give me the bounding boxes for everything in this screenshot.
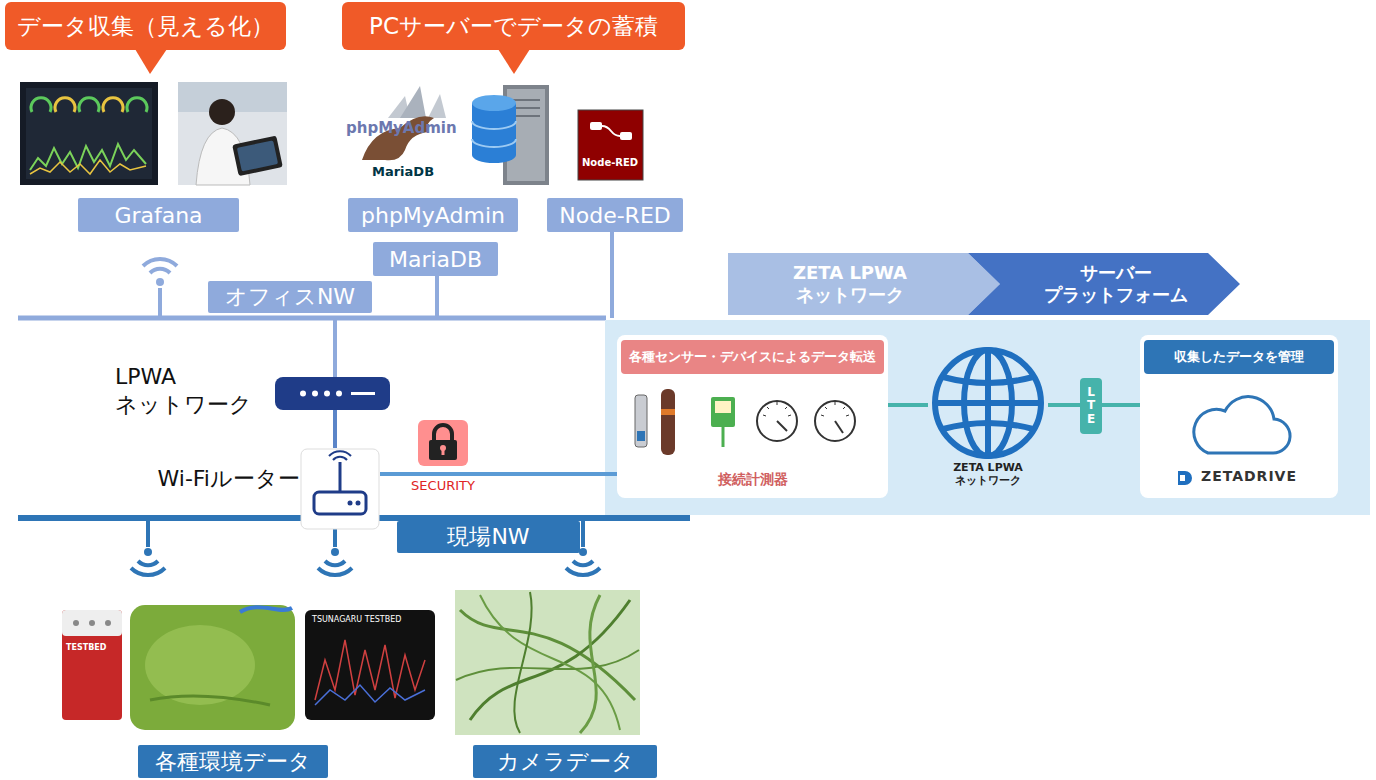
chevron-step: サーバー プラットフォーム xyxy=(968,253,1240,315)
node-text: Grafana xyxy=(114,203,202,228)
node-text: PCサーバーでデータの蓄積 xyxy=(369,11,658,42)
node-text: ZETA LPWA ネットワーク xyxy=(941,461,1036,487)
node-text: 収集したデータを管理 xyxy=(1144,340,1334,374)
software-label: Node-RED xyxy=(547,198,683,232)
node-subtext: ZETADRIVE xyxy=(1160,469,1338,484)
node-text: オフィスNW xyxy=(225,282,355,312)
data-label: カメラデータ xyxy=(473,745,657,778)
person-photo xyxy=(178,82,287,185)
node-red-icon xyxy=(578,110,643,180)
node-text: 現場NW xyxy=(447,522,529,552)
office-network-bar xyxy=(18,232,612,377)
software-label: Grafana xyxy=(78,198,239,232)
icon-holder xyxy=(300,448,380,530)
wifi-router: Wi-Fiルーター xyxy=(300,448,380,530)
node-text: ZETA LPWA ネットワーク xyxy=(775,262,925,305)
device-print: TESTBED xyxy=(66,644,106,652)
network-link xyxy=(1102,403,1140,407)
logo-text: MariaDB xyxy=(372,165,434,178)
sensor-box: 各種センサー・デバイスによるデータ転送接続計測器 xyxy=(617,335,888,498)
dashboard-photo xyxy=(20,82,158,185)
callout-pointer xyxy=(498,49,530,74)
software-label: phpMyAdmin xyxy=(348,198,518,232)
network-link xyxy=(888,403,928,407)
zeta-panel xyxy=(605,320,1370,515)
network-link xyxy=(380,472,617,476)
callout-box: データ収集（見える化） xyxy=(5,2,286,50)
network-link xyxy=(1048,403,1080,407)
phpmyadmin-logo xyxy=(388,86,446,118)
node-text: カメラデータ xyxy=(497,747,634,777)
icon-holder xyxy=(275,377,390,410)
chevron-step: ZETA LPWA ネットワーク xyxy=(728,253,1000,315)
lock-icon xyxy=(418,420,468,466)
node-text: サーバー プラットフォーム xyxy=(1031,262,1201,305)
node-text: Wi-Fiルーター xyxy=(158,466,301,492)
security-lock: SECURITY xyxy=(418,420,468,466)
data-label: 各種環境データ xyxy=(138,745,328,778)
callout-box: PCサーバーでデータの蓄積 xyxy=(342,2,685,50)
network-label: オフィスNW xyxy=(208,281,372,313)
monitor-screen-photo xyxy=(305,610,435,720)
lpwa-device-icon xyxy=(275,377,390,410)
network-label: 現場NW xyxy=(397,521,580,553)
node-text: MariaDB xyxy=(389,247,482,272)
node-text: Node-RED xyxy=(559,203,670,228)
icon-holder xyxy=(418,420,468,466)
node-text: 各種センサー・デバイスによるデータ転送 xyxy=(621,340,884,374)
camera-image xyxy=(455,590,640,735)
network-globe: ZETA LPWA ネットワーク xyxy=(928,345,1048,493)
software-label: MariaDB xyxy=(373,242,498,276)
lpwa-device: LPWA ネットワーク xyxy=(275,377,390,410)
node-text: 各種環境データ xyxy=(155,747,311,777)
network-link xyxy=(333,410,337,448)
screen-print: TSUNAGARU TESTBED xyxy=(312,616,401,624)
wifi-symbol xyxy=(143,259,177,286)
algae-jar-photo xyxy=(130,605,295,730)
node-text: SECURITY xyxy=(411,479,475,493)
node-text: データ収集（見える化） xyxy=(17,11,274,42)
data-server-box: 収集したデータを管理 ZETADRIVE xyxy=(1140,335,1338,498)
node-text: phpMyAdmin xyxy=(361,203,505,228)
node-text: LPWA ネットワーク xyxy=(115,363,265,418)
database-cylinder xyxy=(472,95,516,163)
callout-pointer xyxy=(135,49,167,74)
node-text: LTE xyxy=(1085,386,1097,426)
logo-text: phpMyAdmin xyxy=(346,121,457,136)
node-subtext: 接続計測器 xyxy=(617,471,888,488)
lte-link: LTE xyxy=(1080,378,1102,434)
sensor-device-photo xyxy=(62,610,122,720)
logo-text: Node-RED xyxy=(582,158,638,168)
router-icon xyxy=(300,448,380,530)
